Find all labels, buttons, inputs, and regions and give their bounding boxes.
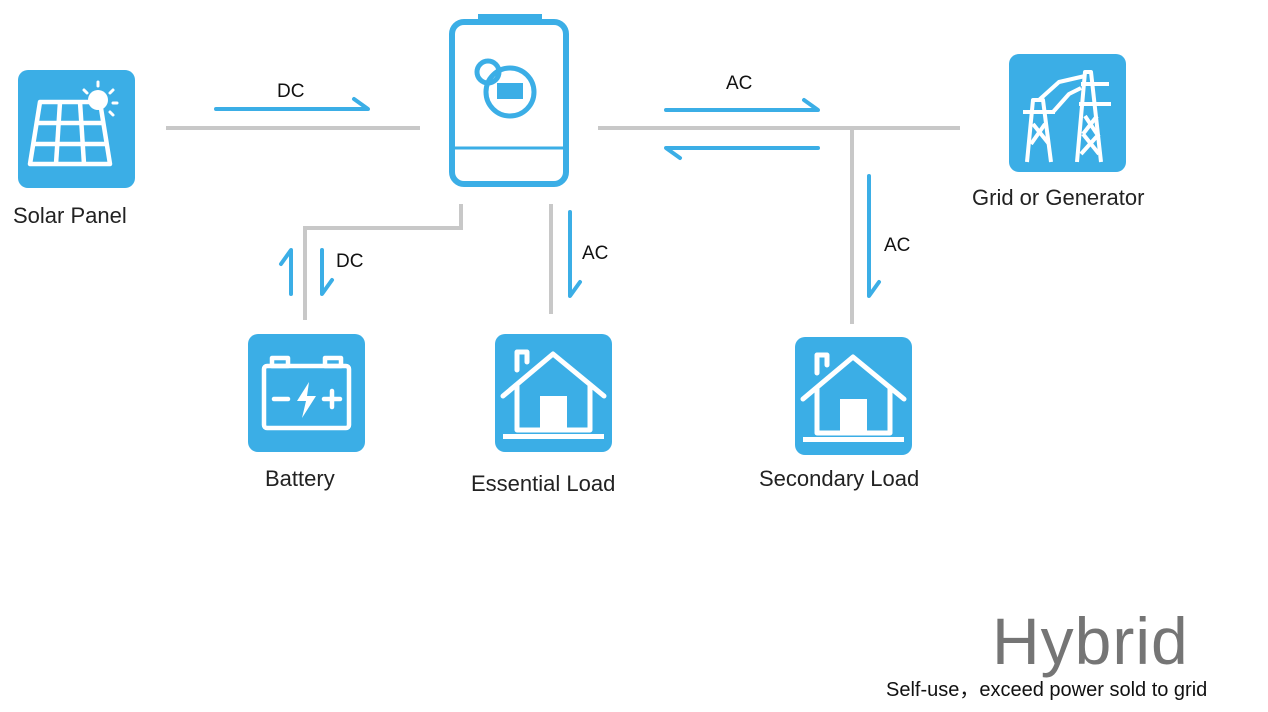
essential-load-node bbox=[495, 334, 612, 452]
house-icon bbox=[795, 337, 912, 455]
battery-node bbox=[248, 334, 365, 452]
solar-panel-node bbox=[18, 70, 135, 188]
solar-flow-label: DC bbox=[277, 81, 305, 102]
mode-subtitle: Self-use，exceed power sold to grid bbox=[886, 679, 1208, 701]
inverter-icon bbox=[449, 14, 569, 187]
battery-label: Battery bbox=[265, 466, 335, 491]
transmission-tower-icon bbox=[1009, 54, 1126, 172]
battery-arrow-up bbox=[279, 248, 293, 296]
ac-arrow-left bbox=[664, 146, 820, 160]
secondary-flow-label: AC bbox=[884, 235, 911, 256]
essential-load-label: Essential Load bbox=[471, 471, 616, 496]
grid-flow-label: AC bbox=[726, 73, 753, 94]
battery-flow-label: DC bbox=[336, 251, 364, 272]
solar-panel-icon bbox=[18, 70, 135, 188]
grid-label: Grid or Generator bbox=[972, 185, 1145, 210]
essential-arrow-down bbox=[568, 210, 582, 298]
solar-panel-label: Solar Panel bbox=[13, 203, 127, 228]
battery-icon bbox=[248, 334, 365, 452]
inverter-node bbox=[448, 14, 570, 188]
secondary-arrow-down bbox=[867, 174, 881, 298]
ac-arrow-right bbox=[664, 98, 820, 112]
battery-arrow-down bbox=[320, 248, 334, 296]
mode-title: Hybrid bbox=[992, 604, 1189, 678]
secondary-load-node bbox=[795, 337, 912, 455]
dc-arrow-right bbox=[214, 97, 370, 111]
essential-flow-label: AC bbox=[582, 243, 609, 264]
grid-node bbox=[1009, 54, 1126, 172]
battery-line bbox=[303, 204, 463, 320]
secondary-load-label: Secondary Load bbox=[759, 466, 920, 491]
house-icon bbox=[495, 334, 612, 452]
